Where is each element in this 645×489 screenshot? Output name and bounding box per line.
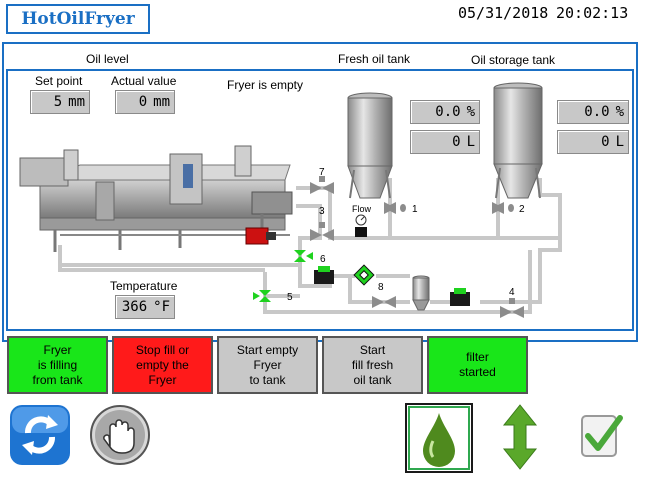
filter-started-button[interactable]: filter started xyxy=(427,336,528,394)
valve-3-label: 3 xyxy=(319,206,325,217)
process-panel xyxy=(2,42,638,342)
valve-2-label: 2 xyxy=(519,204,525,215)
refresh-icon[interactable] xyxy=(8,403,74,467)
setpoint-value: 5 xyxy=(53,94,63,110)
setpoint-unit: mm xyxy=(68,94,85,110)
temperature-value: 366 xyxy=(121,299,148,315)
fresh-tank-percent: 0.0 xyxy=(435,104,461,120)
pump-filter[interactable] xyxy=(450,288,470,306)
stop-fill-empty-button[interactable]: Stop fill or empty the Fryer xyxy=(112,336,213,394)
pump-6[interactable] xyxy=(314,266,334,284)
temperature-label: Temperature xyxy=(110,279,178,293)
app-title: HotOilFryer xyxy=(6,4,150,34)
fryer-status-text: Fryer is empty xyxy=(227,78,304,92)
valve-6[interactable]: 6 xyxy=(294,250,326,265)
checkmark-icon[interactable] xyxy=(578,410,626,464)
actual-value-field: 0 mm xyxy=(115,90,175,114)
oil-drop-button[interactable] xyxy=(405,403,473,473)
actual-value-label: Actual value xyxy=(111,74,177,88)
fresh-tank-liters: 0 xyxy=(452,134,461,150)
flow-label: Flow xyxy=(352,204,372,214)
valve-6-label: 6 xyxy=(320,254,326,265)
valve-2[interactable]: 2 xyxy=(492,202,525,215)
actual-value: 0 xyxy=(138,94,148,110)
stop-hand-icon[interactable] xyxy=(88,403,154,467)
temperature-unit: °F xyxy=(153,299,170,315)
oil-drop-icon xyxy=(405,403,473,473)
valve-7-label: 7 xyxy=(319,167,325,178)
valve-5[interactable]: 5 xyxy=(253,290,293,303)
storage-tank-percent: 0.0 xyxy=(584,104,610,120)
filter-element xyxy=(353,264,375,286)
valve-8[interactable]: 8 xyxy=(372,282,396,308)
valve-8-label: 8 xyxy=(378,282,384,293)
fresh-tank-percent-field: 0.0 % xyxy=(410,100,480,124)
setpoint-field[interactable]: 5 mm xyxy=(30,90,90,114)
fryer-filling-button[interactable]: Fryer is filling from tank xyxy=(7,336,108,394)
valve-7[interactable]: 7 xyxy=(310,167,334,194)
start-fill-fresh-tank-button[interactable]: Start fill fresh oil tank xyxy=(322,336,423,394)
valve-3[interactable]: 3 xyxy=(310,206,334,241)
oil-storage-tank-label: Oil storage tank xyxy=(471,53,556,67)
fresh-oil-tank-label: Fresh oil tank xyxy=(338,52,411,66)
process-diagram: Flow 1 2 3 4 xyxy=(19,82,562,318)
storage-tank-liters: 0 xyxy=(601,134,610,150)
process-diagram-frame xyxy=(6,69,634,331)
fresh-tank-liters-unit: L xyxy=(466,134,475,150)
valve-5-label: 5 xyxy=(287,292,293,303)
valve-4-label: 4 xyxy=(509,287,515,298)
temperature-field: 366 °F xyxy=(115,295,175,319)
fresh-tank-percent-unit: % xyxy=(466,104,475,120)
up-down-arrows-icon[interactable] xyxy=(500,403,540,471)
valve-4[interactable]: 4 xyxy=(500,287,524,318)
valve-1-label: 1 xyxy=(412,204,418,215)
storage-tank-percent-unit: % xyxy=(615,104,624,120)
storage-tank-liters-field: 0 L xyxy=(557,130,629,154)
storage-tank-liters-unit: L xyxy=(615,134,624,150)
actual-unit: mm xyxy=(153,94,170,110)
valve-1[interactable]: 1 xyxy=(384,202,418,215)
filter-tank xyxy=(412,275,430,311)
oil-storage-tank xyxy=(493,82,543,199)
fresh-tank-liters-field: 0 L xyxy=(410,130,480,154)
oil-level-label: Oil level xyxy=(86,52,129,66)
fresh-oil-tank xyxy=(347,92,393,199)
time-display: 20:02:13 xyxy=(556,4,629,22)
fryer-machine xyxy=(19,145,293,252)
setpoint-label: Set point xyxy=(35,74,83,88)
start-empty-fryer-button[interactable]: Start empty Fryer to tank xyxy=(217,336,318,394)
flow-meter: Flow xyxy=(352,204,372,237)
storage-tank-percent-field: 0.0 % xyxy=(557,100,629,124)
date-display: 05/31/2018 xyxy=(458,4,549,22)
